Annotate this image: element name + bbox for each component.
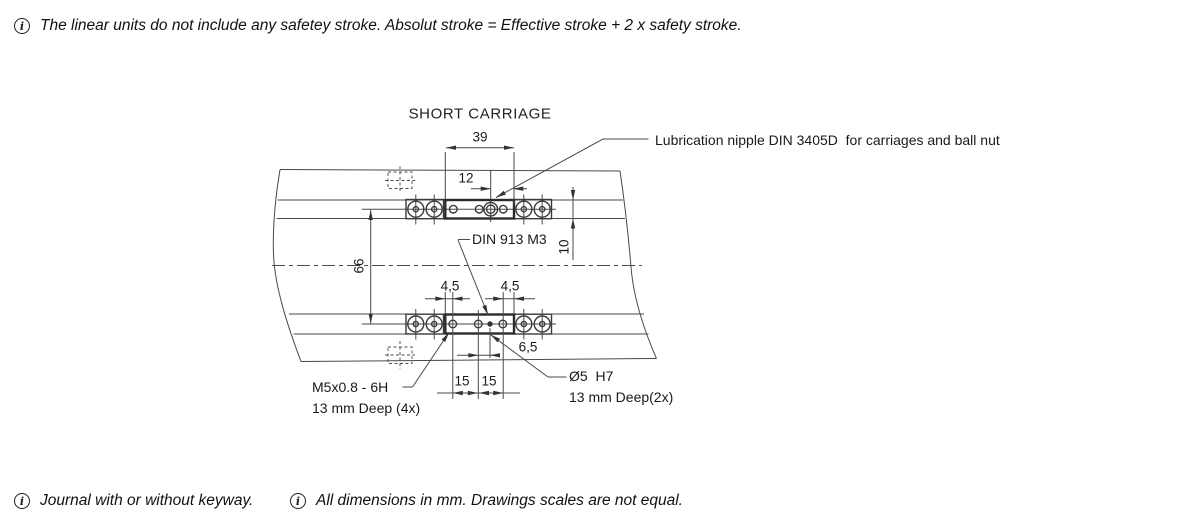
note-bottom-left: i Journal with or without keyway. bbox=[14, 492, 253, 510]
dim-15-a: 15 bbox=[454, 373, 470, 389]
dim-39: 39 bbox=[472, 129, 488, 145]
dim-15-b: 15 bbox=[481, 373, 497, 389]
body-top-edge bbox=[279, 169, 621, 172]
note-bottom-right-text: All dimensions in mm. Drawings scales ar… bbox=[316, 492, 683, 509]
leader-lines bbox=[402, 138, 649, 388]
thread-spec-line2: 13 mm Deep (4x) bbox=[312, 400, 421, 416]
dim-45-right: 4,5 bbox=[500, 278, 520, 294]
thread-spec-label: M5x0.8 - 6H 13 mm Deep (4x) bbox=[312, 377, 420, 419]
carriage-top bbox=[405, 198, 553, 220]
note-bottom-left-text: Journal with or without keyway. bbox=[40, 492, 254, 509]
dim-10: 10 bbox=[556, 239, 572, 255]
carriage-block bbox=[444, 198, 516, 220]
fit-spec-line1: Ø5 H7 bbox=[569, 368, 614, 384]
arrowheads bbox=[368, 145, 576, 396]
m5-leader bbox=[412, 332, 450, 388]
end-block bbox=[405, 198, 445, 220]
note-top: i The linear units do not include any sa… bbox=[14, 17, 742, 35]
dim-66: 66 bbox=[351, 258, 367, 274]
drawing-title: SHORT CARRIAGE bbox=[408, 105, 552, 123]
set-screw-dot bbox=[487, 321, 493, 327]
dim-45-left: 4,5 bbox=[440, 278, 460, 294]
dim-65: 6,5 bbox=[518, 339, 538, 355]
set-screw-label: DIN 913 M3 bbox=[472, 231, 547, 247]
lubrication-leader bbox=[495, 138, 649, 198]
carriage-bottom bbox=[405, 313, 553, 335]
o5-leader bbox=[490, 334, 549, 378]
info-icon: i bbox=[14, 18, 30, 34]
carriage-block bbox=[444, 313, 516, 335]
din913-leader bbox=[457, 239, 489, 316]
fit-spec-line2: 13 mm Deep(2x) bbox=[569, 389, 674, 405]
fit-spec-label: Ø5 H7 13 mm Deep(2x) bbox=[569, 366, 673, 408]
info-icon: i bbox=[14, 493, 30, 509]
note-top-text: The linear units do not include any safe… bbox=[40, 17, 742, 34]
note-bottom-right: i All dimensions in mm. Drawings scales … bbox=[290, 492, 683, 510]
thread-spec-line1: M5x0.8 - 6H bbox=[312, 379, 389, 395]
lubrication-label: Lubrication nipple DIN 3405D for carriag… bbox=[655, 132, 1000, 148]
body-right-break-edge bbox=[619, 170, 657, 359]
body-left-break-edge bbox=[272, 169, 302, 362]
hidden-slot-bottom bbox=[385, 341, 415, 369]
dim-12: 12 bbox=[458, 170, 474, 186]
hidden-slot-top bbox=[385, 166, 415, 194]
end-block bbox=[405, 313, 445, 335]
info-icon: i bbox=[290, 493, 306, 509]
lubrication-nipple-circle bbox=[483, 201, 499, 217]
